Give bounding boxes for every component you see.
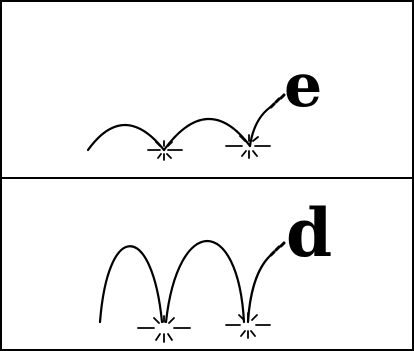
panel-e-label: e <box>284 51 322 121</box>
panel-e: e <box>1 1 413 178</box>
panel-d-frame <box>1 178 413 350</box>
panel-e-frame <box>1 1 413 178</box>
panel-d: d <box>1 178 413 350</box>
panel-d-label: d <box>286 194 332 272</box>
